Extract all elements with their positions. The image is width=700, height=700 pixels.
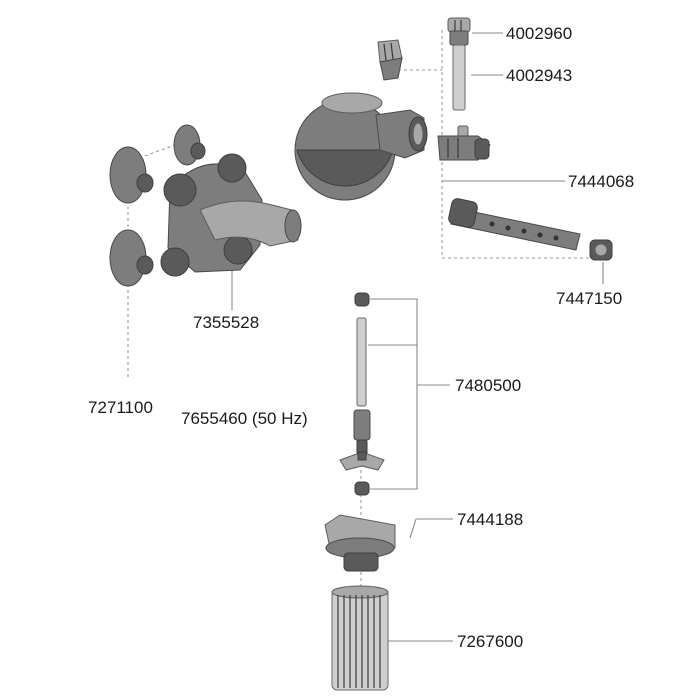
part-label-7480500: 7480500 bbox=[455, 376, 522, 395]
leader-7480500 bbox=[370, 298, 418, 490]
leader-lines bbox=[231, 32, 604, 642]
part-label-7444188: 7444188 bbox=[457, 510, 524, 529]
dash-outlet-frame bbox=[441, 30, 598, 259]
part-pump-sphere bbox=[294, 92, 428, 201]
part-label-7447150: 7447150 bbox=[556, 289, 623, 308]
part-7355528-pump-base bbox=[160, 153, 302, 277]
part-spray-bar bbox=[448, 198, 581, 251]
part-label-7271100: 7271100 bbox=[88, 398, 153, 417]
part-angled-connector bbox=[437, 125, 491, 161]
part-label-7355528: 7355528 bbox=[193, 313, 260, 332]
part-nozzle bbox=[377, 39, 403, 81]
leader-7444188 bbox=[409, 518, 417, 539]
part-7267600-filter-basket bbox=[331, 585, 389, 691]
part-7444188-inlet bbox=[324, 514, 396, 572]
part-label-7444068: 7444068 bbox=[568, 172, 635, 191]
part-label-7267600: 7267600 bbox=[457, 632, 524, 651]
part-label-7655460: 7655460 (50 Hz) bbox=[181, 409, 308, 428]
part-7655460-impeller bbox=[339, 409, 385, 471]
part-7480500-shaft-set bbox=[354, 292, 370, 496]
part-label-4002943: 4002943 bbox=[506, 66, 573, 85]
part-4002943-tube bbox=[452, 44, 466, 111]
part-7447150-end-cap bbox=[589, 239, 613, 261]
part-7271100-suction-cups bbox=[109, 124, 206, 287]
part-label-4002960: 4002960 bbox=[506, 24, 573, 43]
part-4002960-cap bbox=[447, 17, 471, 46]
